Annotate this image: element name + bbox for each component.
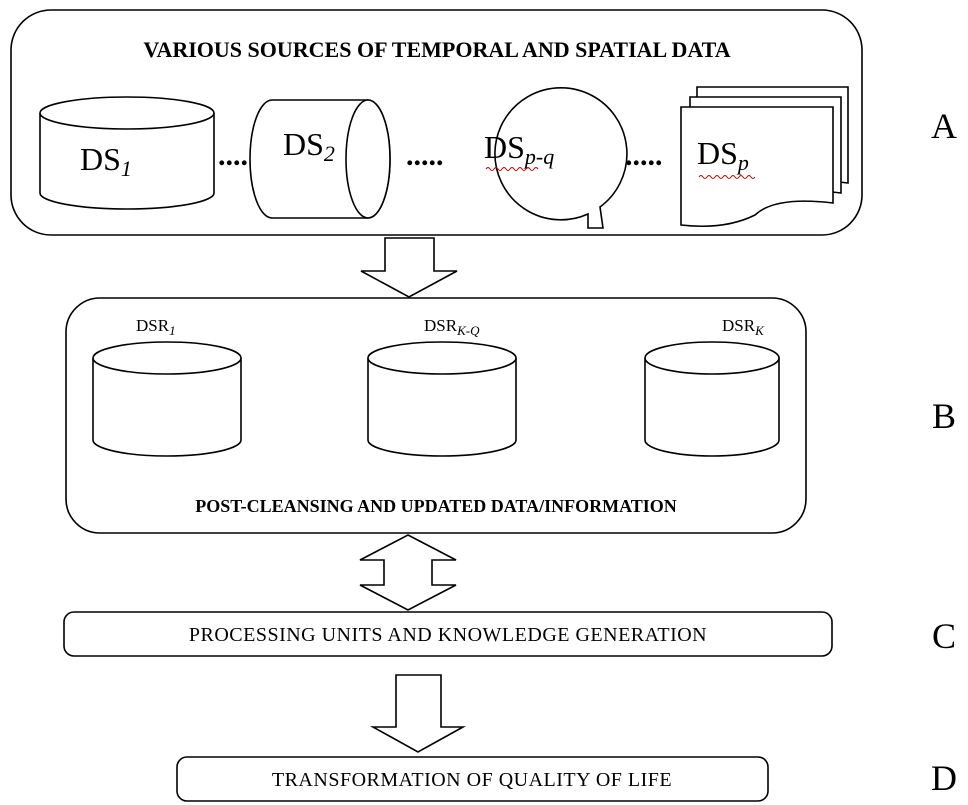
spellcheck-underline [698, 175, 756, 179]
sequential-data-icon [494, 87, 628, 229]
ds-2-label: DS2 [283, 126, 335, 166]
down-arrow-icon [369, 674, 467, 753]
box-c-container [63, 611, 833, 657]
box-c-text: PROCESSING UNITS AND KNOWLEDGE GENERATIO… [189, 624, 707, 646]
dsr-k-q-label: DSRK-Q [424, 316, 480, 338]
horizontal-cylinder-icon [249, 99, 391, 219]
stage-label-a: A [931, 106, 957, 146]
ds-p-label: DSp [697, 135, 749, 175]
database-cylinder-icon [367, 341, 517, 457]
down-arrow-icon [360, 237, 458, 298]
panel-a-container [10, 9, 863, 236]
ds-p-q-label: DSp-q [484, 129, 554, 169]
stage-label-d: D [931, 758, 957, 798]
database-cylinder-icon [39, 96, 215, 210]
dsr-1-label: DSR1 [136, 316, 176, 338]
stage-label-c: C [932, 616, 956, 656]
dsr-k-label: DSRK [722, 316, 765, 338]
separator-dots: ..... [625, 139, 663, 172]
database-cylinder-icon [92, 341, 242, 457]
panel-a-title: VARIOUS SOURCES OF TEMPORAL AND SPATIAL … [143, 37, 730, 62]
panel-b-title: POST-CLEANSING AND UPDATED DATA/INFORMAT… [195, 496, 677, 516]
multiple-documents-icon [680, 86, 849, 228]
spellcheck-underline [485, 167, 539, 171]
separator-dots: ..... [406, 139, 444, 172]
stage-label-b: B [932, 396, 956, 436]
bidirectional-arrow-icon [359, 534, 457, 611]
box-d-container [176, 756, 769, 802]
ds-1-label: DS1 [80, 141, 132, 181]
box-d-text: TRANSFORMATION OF QUALITY OF LIFE [272, 769, 672, 791]
database-cylinder-icon [644, 341, 780, 457]
